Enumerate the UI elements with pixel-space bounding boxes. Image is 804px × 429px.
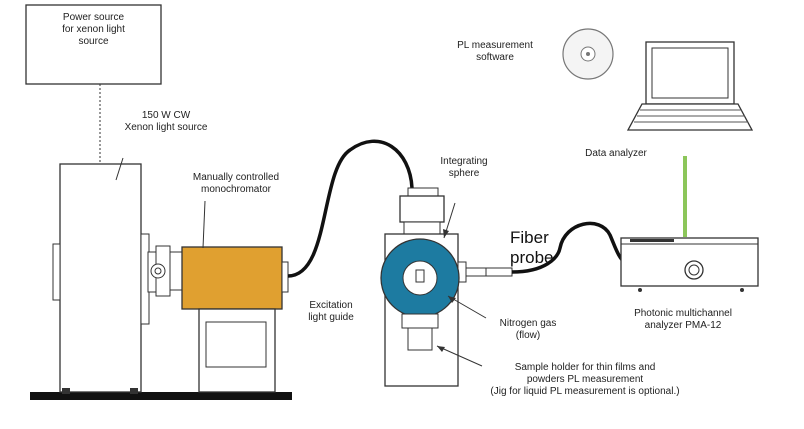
integrating-sphere-label: Integrating sphere: [434, 156, 494, 180]
monochromator-label: Manually controlled monochromator: [176, 172, 296, 196]
excitation-light-guide-label: Excitation light guide: [296, 300, 366, 324]
pointer-arrowheads: [437, 229, 456, 352]
pl-software-label: PL measurement software: [440, 40, 550, 64]
monochromator-label-line1: Manually controlled: [192, 172, 280, 183]
pma-label-line2: analyzer PMA-12: [644, 320, 722, 331]
pma-12-analyzer: [620, 237, 759, 292]
sample-holder-label: Sample holder for thin films and powders…: [470, 362, 700, 398]
xenon-source-label: 150 W CW Xenon light source: [116, 110, 216, 134]
integrating-sphere-unit: [380, 187, 487, 387]
pma-label: Photonic multichannel analyzer PMA-12: [618, 308, 748, 332]
power-source-label-line3: source: [78, 36, 109, 47]
pl-software-label-line2: software: [476, 52, 514, 63]
integrating-label-line2: sphere: [448, 168, 480, 179]
laptop-icon: [626, 41, 754, 131]
pointer-lines: [115, 157, 487, 367]
fiber-probe-label: Fiber probe: [510, 228, 553, 268]
integrating-label-line1: Integrating: [440, 156, 488, 167]
base-platform: [30, 392, 292, 400]
pma-label-line1: Photonic multichannel: [634, 308, 732, 319]
excitation-label-line1: Excitation: [309, 300, 353, 311]
cd-disc-icon: [562, 28, 614, 80]
fiber-label-line2: probe: [510, 248, 554, 267]
power-source-label-line2: for xenon light: [62, 24, 125, 35]
xenon-source-label-line2: Xenon light source: [124, 122, 208, 133]
data-analyzer-label: Data analyzer: [585, 148, 647, 159]
nitrogen-label-line2: (flow): [515, 330, 541, 341]
nitrogen-gas-label: Nitrogen gas (flow): [488, 318, 568, 342]
nitrogen-label-line1: Nitrogen gas: [499, 318, 557, 329]
excitation-label-line2: light guide: [308, 312, 354, 323]
power-source-label: Power source for xenon light source: [30, 12, 157, 48]
sample-holder-label-line1: Sample holder for thin films and: [514, 362, 656, 373]
sample-holder-label-line3: (Jig for liquid PL measurement is option…: [490, 386, 680, 397]
fiber-label-line1: Fiber: [510, 228, 549, 247]
sample-holder-label-line2: powders PL measurement: [526, 374, 644, 385]
monochromator-label-line2: monochromator: [200, 184, 272, 195]
monochromator: [181, 246, 289, 393]
power-source-box: [25, 4, 162, 85]
pl-software-label-line1: PL measurement: [457, 40, 533, 51]
xenon-source-label-line1: 150 W CW: [141, 110, 191, 121]
excitation-light-guide: [287, 139, 414, 278]
power-source-label-line1: Power source: [62, 12, 125, 23]
xenon-light-source: [52, 163, 183, 394]
